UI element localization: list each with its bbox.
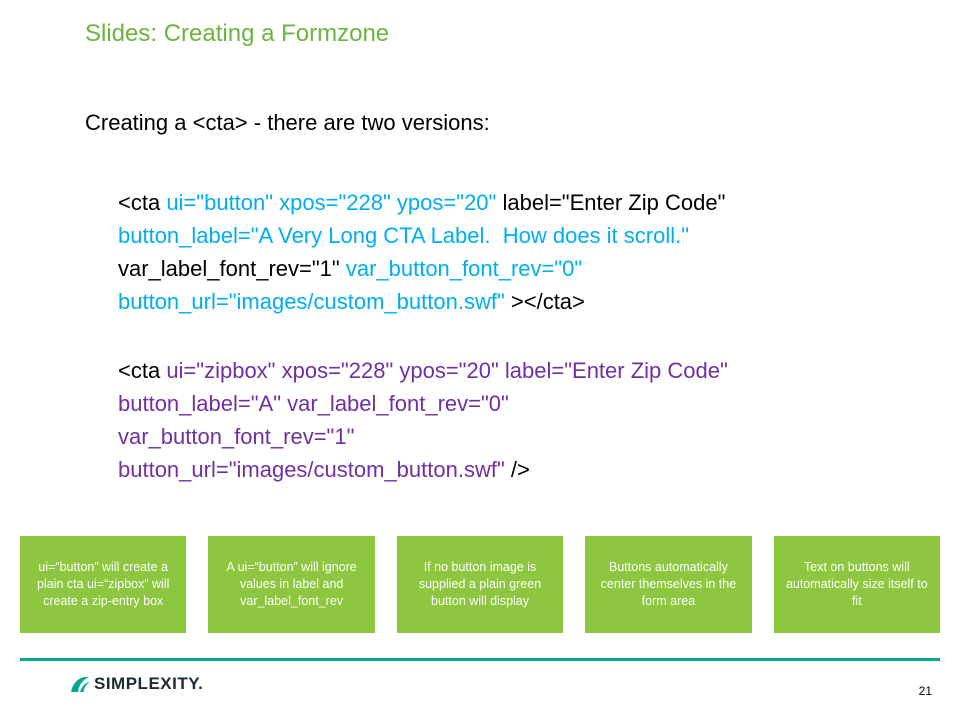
code-line: button_url="images/custom_button.swf" ><… bbox=[118, 285, 728, 318]
code-block: <cta ui="zipbox" xpos="228" ypos="20" la… bbox=[118, 354, 728, 486]
callout-text: If no button image is supplied a plain g… bbox=[418, 560, 542, 608]
intro-text: Creating a <cta> - there are two version… bbox=[85, 110, 490, 135]
callout-text: A ui=“button” will ignore values in labe… bbox=[226, 560, 357, 608]
callout-text: Buttons automatically center themselves … bbox=[600, 560, 737, 608]
code-segment: button_label="A Very Long CTA Label. How… bbox=[118, 223, 690, 248]
code-segment: ui="button" xpos="228" ypos="20" bbox=[166, 190, 503, 215]
code-segment: button_label="A" var_label_font_rev="0" bbox=[118, 391, 509, 416]
code-line: button_label="A Very Long CTA Label. How… bbox=[118, 219, 728, 252]
simplexity-logo-icon bbox=[71, 676, 89, 692]
callout-box: Text on buttons will automatically size … bbox=[773, 536, 941, 633]
callout-text: ui=“button” will create a plain cta ui=“… bbox=[37, 560, 170, 608]
code-segment: button_url="images/custom_button.swf" bbox=[118, 457, 511, 482]
code-segment: label="Enter Zip Code" bbox=[502, 190, 726, 215]
simplexity-logo: SIMPLEXITY. bbox=[70, 674, 203, 694]
code-segment: var_button_font_rev="0" bbox=[345, 256, 583, 281]
code-segment: <cta bbox=[118, 190, 167, 215]
page-number: 21 bbox=[918, 684, 932, 698]
code-segment: ui="zipbox" xpos="228" ypos="20" label="… bbox=[166, 358, 728, 383]
code-line: var_label_font_rev="1" var_button_font_r… bbox=[118, 252, 728, 285]
code-segment: var_button_font_rev="1" bbox=[118, 424, 355, 449]
callout-box: ui=“button” will create a plain cta ui=“… bbox=[20, 536, 187, 633]
code-line: button_url="images/custom_button.swf" /> bbox=[118, 453, 728, 486]
code-segment: ></cta> bbox=[510, 289, 585, 314]
slide-title: Slides: Creating a Formzone bbox=[85, 20, 390, 47]
code-segment: var_label_font_rev="1" bbox=[118, 256, 346, 281]
code-line: button_label="A" var_label_font_rev="0" bbox=[118, 387, 728, 420]
code-segment: <cta bbox=[118, 358, 167, 383]
callout-row: ui=“button” will create a plain cta ui=“… bbox=[20, 536, 941, 633]
callout-text: Text on buttons will automatically size … bbox=[785, 560, 928, 608]
code-blocks: <cta ui="button" xpos="228" ypos="20" la… bbox=[118, 186, 728, 522]
code-block: <cta ui="button" xpos="228" ypos="20" la… bbox=[118, 186, 728, 318]
footer-divider bbox=[20, 658, 940, 661]
code-line: <cta ui="zipbox" xpos="228" ypos="20" la… bbox=[118, 354, 728, 387]
callout-box: A ui=“button” will ignore values in labe… bbox=[208, 536, 375, 633]
code-line: var_button_font_rev="1" bbox=[118, 420, 728, 453]
code-segment: /> bbox=[510, 457, 530, 482]
logo-text: SIMPLEXITY. bbox=[94, 674, 204, 693]
code-line: <cta ui="button" xpos="228" ypos="20" la… bbox=[118, 186, 728, 219]
callout-box: If no button image is supplied a plain g… bbox=[396, 536, 564, 633]
code-segment: button_url="images/custom_button.swf" bbox=[118, 289, 511, 314]
callout-box: Buttons automatically center themselves … bbox=[585, 536, 752, 633]
